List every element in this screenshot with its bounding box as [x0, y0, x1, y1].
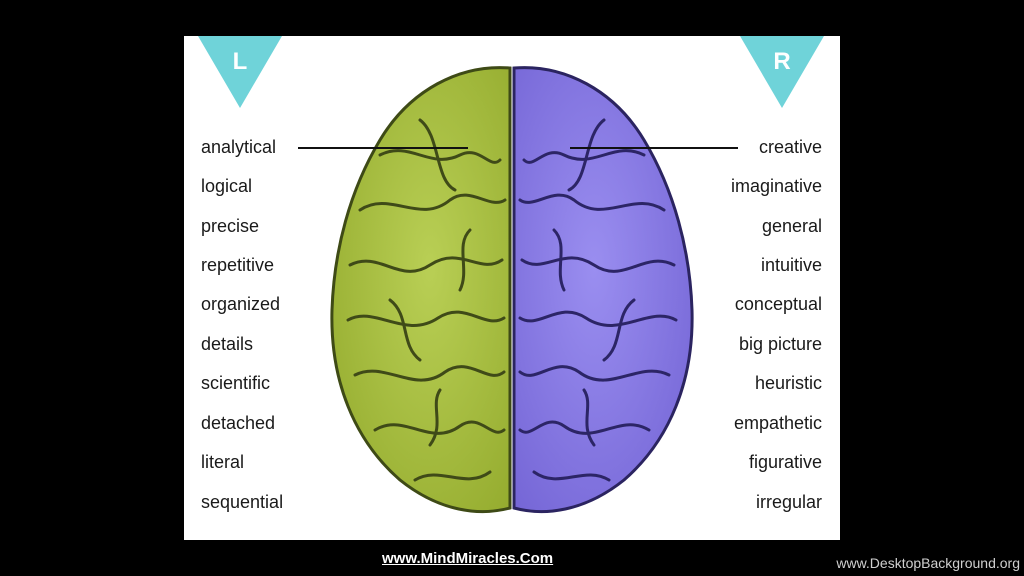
- left-trait-repetitive: repetitive: [201, 255, 275, 275]
- right-trait-heuristic: heuristic: [754, 373, 822, 393]
- left-trait-precise: precise: [201, 216, 260, 236]
- right-marker-triangle: [740, 36, 824, 108]
- right-gyri: [518, 118, 678, 482]
- right-trait-big-picture: big picture: [738, 334, 822, 354]
- right-trait-empathetic: empathetic: [733, 413, 822, 433]
- left-trait-scientific: scientific: [201, 373, 271, 393]
- brain-illustration: [330, 66, 694, 513]
- left-hemisphere: [330, 66, 512, 513]
- left-gyri: [346, 118, 507, 482]
- right-trait-irregular: irregular: [755, 492, 822, 512]
- right-trait-general: general: [761, 216, 822, 236]
- right-trait-figurative: figurative: [748, 452, 822, 472]
- right-pointer-line: [570, 147, 738, 149]
- left-trait-analytical: analytical: [201, 137, 277, 157]
- site-credit-link[interactable]: www.MindMiracles.Com: [382, 550, 554, 567]
- right-trait-creative: creative: [758, 137, 822, 157]
- right-trait-imaginative: imaginative: [730, 176, 822, 196]
- left-trait-sequential: sequential: [201, 492, 284, 512]
- right-marker-letter: R: [773, 48, 791, 75]
- left-trait-organized: organized: [201, 294, 281, 314]
- diagram-panel: L R: [184, 36, 840, 540]
- left-marker-letter: L: [232, 48, 248, 75]
- left-trait-detached: detached: [201, 413, 276, 433]
- left-marker-triangle: [198, 36, 282, 108]
- left-trait-logical: logical: [201, 176, 253, 196]
- watermark-text: www.DesktopBackground.org: [836, 555, 1020, 571]
- right-trait-intuitive: intuitive: [760, 255, 822, 275]
- right-hemisphere: [512, 66, 694, 513]
- right-trait-conceptual: conceptual: [734, 294, 822, 314]
- left-trait-details: details: [201, 334, 254, 354]
- left-trait-literal: literal: [201, 452, 245, 472]
- left-pointer-line: [298, 147, 468, 149]
